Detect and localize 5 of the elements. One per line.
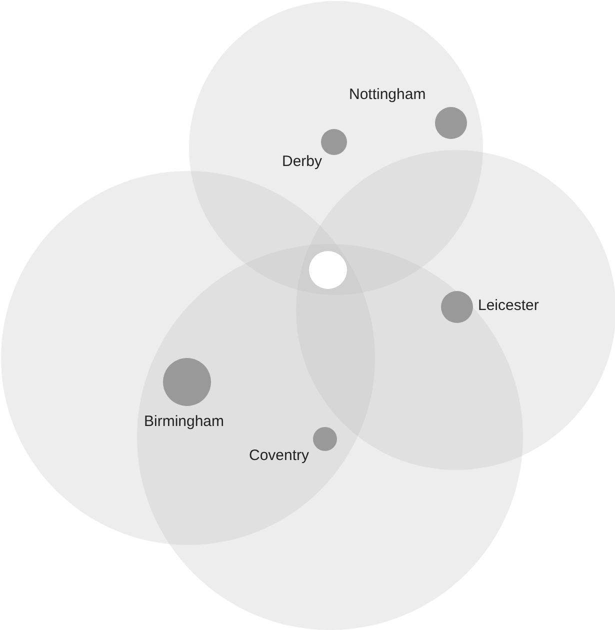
city-label: Leicester: [478, 297, 539, 315]
city-label: Coventry: [249, 447, 310, 465]
city-label: Nottingham: [349, 86, 426, 104]
city-label: Birmingham: [144, 413, 224, 431]
city-label: Derby: [282, 153, 322, 171]
